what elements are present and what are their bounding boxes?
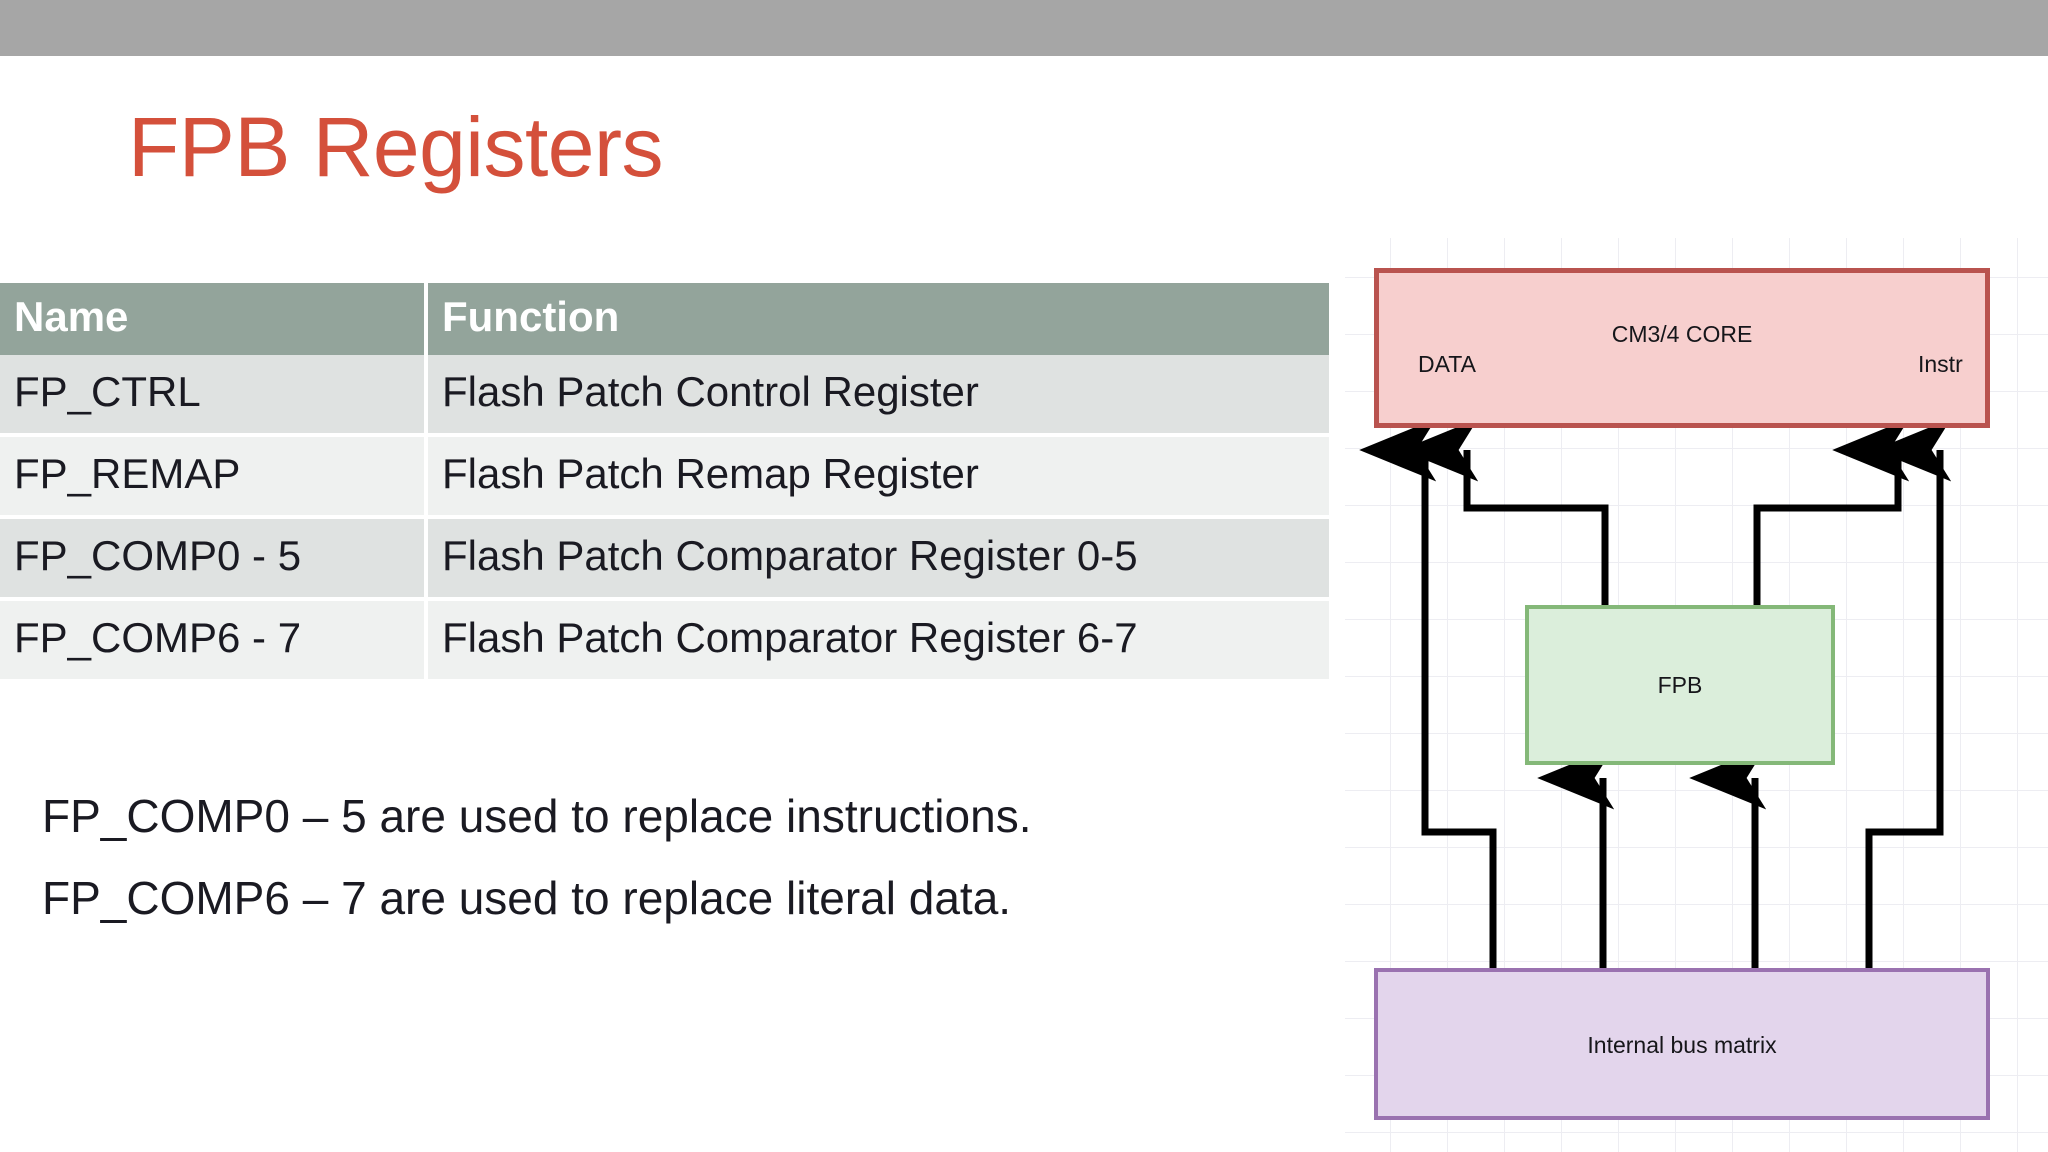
cell-register-name: FP_COMP6 - 7 — [0, 601, 428, 683]
table-row: FP_COMP6 - 7 Flash Patch Comparator Regi… — [0, 601, 1329, 683]
cell-register-function: Flash Patch Control Register — [428, 355, 1329, 437]
connector-bus-to-core-data — [1359, 418, 1497, 968]
note-line: FP_COMP0 – 5 are used to replace instruc… — [42, 790, 1032, 842]
page-title: FPB Registers — [128, 100, 664, 194]
core-block-label: CM3/4 CORE — [1611, 321, 1753, 347]
cell-register-function: Flash Patch Comparator Register 0-5 — [428, 519, 1329, 601]
table-row: FP_CTRL Flash Patch Control Register — [0, 355, 1329, 437]
note-line: FP_COMP6 – 7 are used to replace literal… — [42, 872, 1012, 924]
cell-register-name: FP_REMAP — [0, 437, 428, 519]
cell-register-function: Flash Patch Comparator Register 6-7 — [428, 601, 1329, 683]
diagram-connectors — [1359, 418, 1952, 968]
diagram-block-core — [1374, 268, 1990, 428]
bus-matrix-block-label: Internal bus matrix — [1587, 1032, 1777, 1058]
cell-register-name: FP_COMP0 - 5 — [0, 519, 428, 601]
connector-fpb-to-core-instr — [1753, 418, 1910, 618]
slide-top-bar — [0, 0, 2048, 56]
connector-bus-to-core-instr — [1865, 418, 1952, 968]
table-header-row: Name Function — [0, 283, 1329, 355]
table-row: FP_REMAP Flash Patch Remap Register — [0, 437, 1329, 519]
core-instr-port-label: Instr — [1918, 351, 1963, 377]
diagram-block-fpb — [1525, 605, 1835, 765]
core-data-port-label: DATA — [1418, 351, 1476, 377]
fpb-registers-table: Name Function FP_CTRL Flash Patch Contro… — [0, 283, 1329, 683]
column-header-name: Name — [0, 283, 428, 355]
cell-register-name: FP_CTRL — [0, 355, 428, 437]
fpb-block-diagram: CM3/4 CORE DATA Instr FPB Internal bus m… — [1345, 238, 2048, 1152]
table-row: FP_COMP0 - 5 Flash Patch Comparator Regi… — [0, 519, 1329, 601]
notes-block: FP_COMP0 – 5 are used to replace instruc… — [42, 775, 1342, 939]
column-header-function: Function — [428, 283, 1329, 355]
cell-register-function: Flash Patch Remap Register — [428, 437, 1329, 519]
fpb-block-label: FPB — [1657, 672, 1703, 698]
connector-fpb-to-core-data — [1401, 418, 1609, 618]
diagram-block-bus-matrix — [1374, 968, 1990, 1120]
